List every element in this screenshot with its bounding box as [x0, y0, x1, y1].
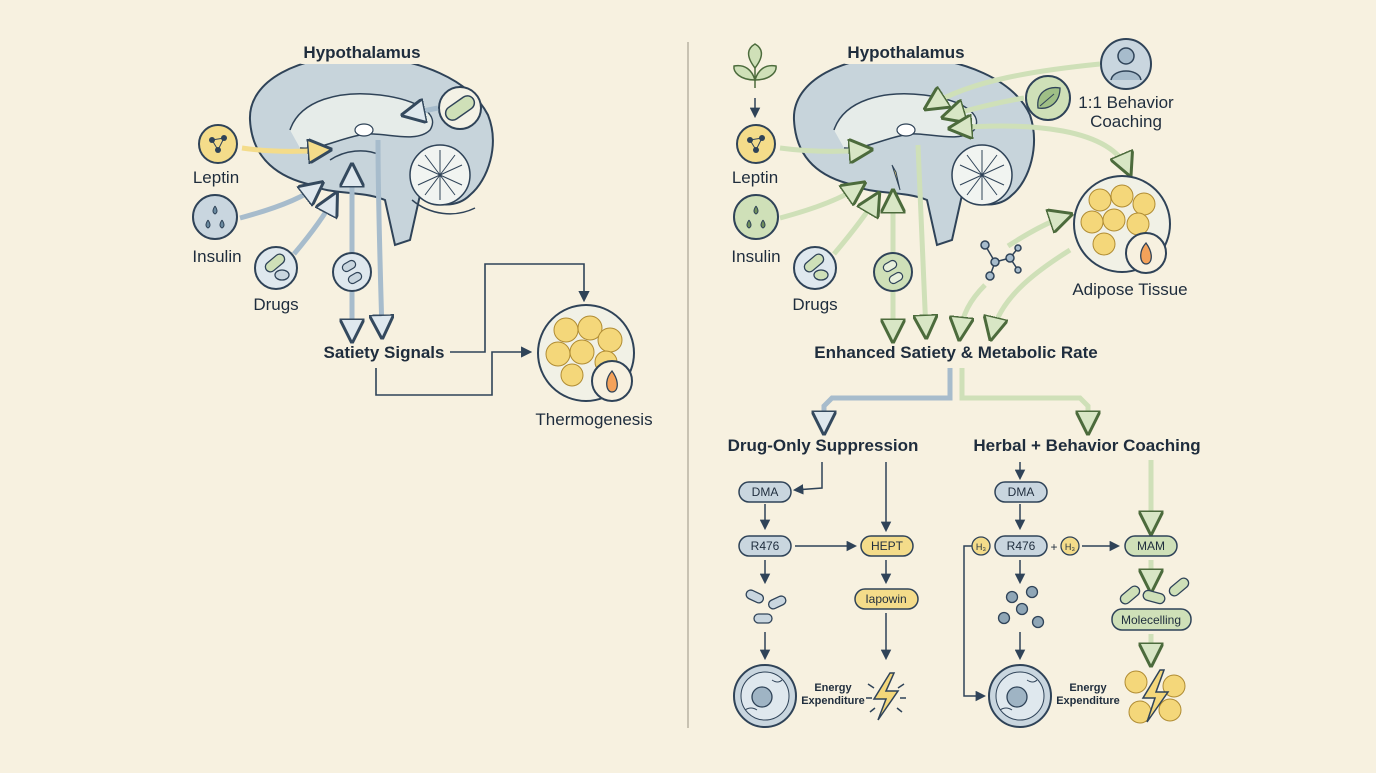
- pill-dma-right: DMA: [994, 481, 1048, 503]
- left-thermogenesis-label: Thermogenesis: [535, 410, 652, 429]
- left-flame-icon: [606, 369, 618, 393]
- coach-leaf-icon: [1025, 75, 1071, 121]
- left-leptin-icon: [198, 124, 238, 164]
- left-insulin-icon: [192, 194, 238, 240]
- svg-text:R476: R476: [1007, 539, 1036, 553]
- cell-icon-left: [733, 664, 797, 728]
- left-top-pill-icon: [438, 86, 482, 130]
- pill-mam: MAM: [1124, 535, 1178, 557]
- drug-only-title: Drug-Only Suppression: [728, 436, 919, 455]
- right-panel: Hypothalamus Leptin Insulin: [728, 38, 1201, 728]
- cell-icon-right: [988, 664, 1052, 728]
- svg-text:DMA: DMA: [752, 485, 779, 499]
- lightning-fat-icon-right: [1124, 669, 1186, 724]
- capsule-cluster-icon: [745, 589, 787, 624]
- pill-dma-left: DMA: [738, 481, 792, 503]
- h-badge-left: H₃: [971, 536, 991, 556]
- right-insulin-label: Insulin: [731, 247, 780, 266]
- svg-text:Iapowin: Iapowin: [865, 592, 906, 606]
- left-drugs-label: Drugs: [253, 295, 298, 314]
- left-leptin-label: Leptin: [193, 168, 239, 187]
- dot-cluster-icon: [997, 585, 1045, 629]
- h-badge-right: H₃: [1060, 536, 1080, 556]
- left-adipose-icon: [537, 304, 635, 402]
- left-hypothalamus-title: Hypothalamus: [303, 43, 420, 62]
- svg-text:H₃: H₃: [1065, 542, 1075, 552]
- lightning-icon-left: [866, 672, 906, 721]
- svg-text:HEPT: HEPT: [871, 539, 904, 553]
- left-satiety-label: Satiety Signals: [324, 343, 445, 362]
- right-hypothalamus-title: Hypothalamus: [847, 43, 964, 62]
- right-drugs-icon: [793, 246, 837, 290]
- plus-sign: +: [1050, 540, 1057, 554]
- left-brain-icon: [248, 54, 494, 247]
- svg-text:MAM: MAM: [1137, 539, 1165, 553]
- adipose-label: Adipose Tissue: [1072, 280, 1187, 299]
- left-mid-pill-icon: [332, 252, 372, 292]
- right-drugs-label: Drugs: [792, 295, 837, 314]
- pill-molecelling: Molecelling: [1111, 608, 1192, 631]
- left-insulin-label: Insulin: [192, 247, 241, 266]
- pill-r476-right: R476: [994, 535, 1048, 557]
- right-mid-pill-icon: [873, 252, 913, 292]
- molecule-icon: [980, 240, 1022, 281]
- svg-text:Molecelling: Molecelling: [1121, 613, 1181, 627]
- left-panel: Hypothalamus Leptin Insulin Drugs: [192, 40, 653, 429]
- pill-iapowin: Iapowin: [854, 588, 919, 610]
- enhanced-label: Enhanced Satiety & Metabolic Rate: [814, 343, 1097, 362]
- left-drugs-icon: [254, 246, 298, 290]
- svg-text:DMA: DMA: [1008, 485, 1035, 499]
- right-adipose-icon: [1073, 175, 1171, 274]
- herbal-title: Herbal + Behavior Coaching: [973, 436, 1200, 455]
- pill-r476-left: R476: [738, 535, 792, 557]
- herb-leaf-icon: [733, 43, 777, 88]
- pill-hept: HEPT: [860, 535, 914, 557]
- svg-text:R476: R476: [751, 539, 780, 553]
- right-insulin-icon: [733, 194, 779, 240]
- right-leptin-label: Leptin: [732, 168, 778, 187]
- green-capsules-icon: [1119, 577, 1190, 605]
- coach-person-icon: [1100, 38, 1152, 90]
- right-leptin-icon: [736, 124, 776, 164]
- svg-text:H₃: H₃: [976, 542, 986, 552]
- right-flame-icon: [1140, 241, 1152, 265]
